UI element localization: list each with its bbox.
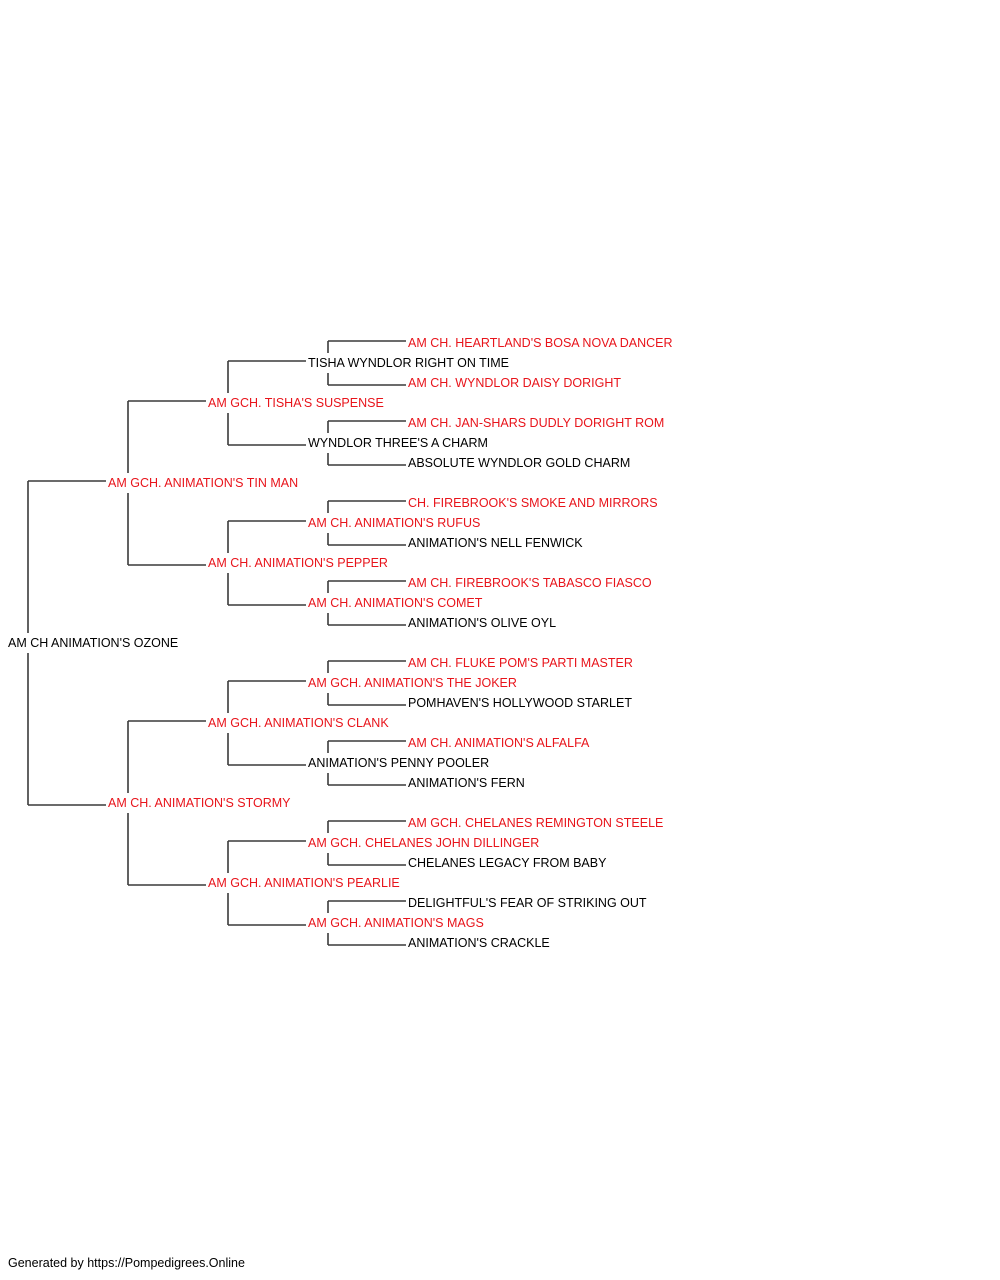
ancestor-name: AM CH. ANIMATION'S STORMY: [108, 796, 291, 810]
ancestor-name: ANIMATION'S CRACKLE: [408, 936, 550, 950]
ancestor-name: AM CH. ANIMATION'S PEPPER: [208, 556, 388, 570]
ancestor-name: AM GCH. ANIMATION'S MAGS: [308, 916, 484, 930]
subject-dog-name: AM CH ANIMATION'S OZONE: [8, 636, 178, 650]
ancestor-name: ANIMATION'S NELL FENWICK: [408, 536, 583, 550]
ancestor-name: AM GCH. ANIMATION'S THE JOKER: [308, 676, 517, 690]
footer-credit: Generated by https://Pompedigrees.Online: [8, 1256, 245, 1270]
ancestor-name: POMHAVEN'S HOLLYWOOD STARLET: [408, 696, 632, 710]
ancestor-name: ANIMATION'S PENNY POOLER: [308, 756, 489, 770]
ancestor-name: AM GCH. ANIMATION'S CLANK: [208, 716, 389, 730]
ancestor-name: AM CH. ANIMATION'S COMET: [308, 596, 483, 610]
ancestor-name: AM GCH. ANIMATION'S PEARLIE: [208, 876, 400, 890]
ancestor-name: AM CH. ANIMATION'S ALFALFA: [408, 736, 590, 750]
ancestor-name: CHELANES LEGACY FROM BABY: [408, 856, 607, 870]
ancestor-name: AM CH. WYNDLOR DAISY DORIGHT: [408, 376, 621, 390]
ancestor-name: AM CH. HEARTLAND'S BOSA NOVA DANCER: [408, 336, 672, 350]
ancestor-name: AM GCH. CHELANES REMINGTON STEELE: [408, 816, 663, 830]
ancestor-name: AM GCH. TISHA'S SUSPENSE: [208, 396, 384, 410]
ancestor-name: AM CH. FLUKE POM'S PARTI MASTER: [408, 656, 633, 670]
ancestor-name: WYNDLOR THREE'S A CHARM: [308, 436, 488, 450]
ancestor-name: ANIMATION'S OLIVE OYL: [408, 616, 556, 630]
ancestor-name: TISHA WYNDLOR RIGHT ON TIME: [308, 356, 509, 370]
ancestor-name: ABSOLUTE WYNDLOR GOLD CHARM: [408, 456, 630, 470]
ancestor-name: AM GCH. CHELANES JOHN DILLINGER: [308, 836, 539, 850]
ancestor-name: CH. FIREBROOK'S SMOKE AND MIRRORS: [408, 496, 658, 510]
ancestor-name: AM CH. JAN-SHARS DUDLY DORIGHT ROM: [408, 416, 664, 430]
ancestor-name: DELIGHTFUL'S FEAR OF STRIKING OUT: [408, 896, 647, 910]
ancestor-name: AM CH. FIREBROOK'S TABASCO FIASCO: [408, 576, 652, 590]
ancestor-name: AM GCH. ANIMATION'S TIN MAN: [108, 476, 298, 490]
ancestor-name: AM CH. ANIMATION'S RUFUS: [308, 516, 480, 530]
ancestor-name: ANIMATION'S FERN: [408, 776, 525, 790]
